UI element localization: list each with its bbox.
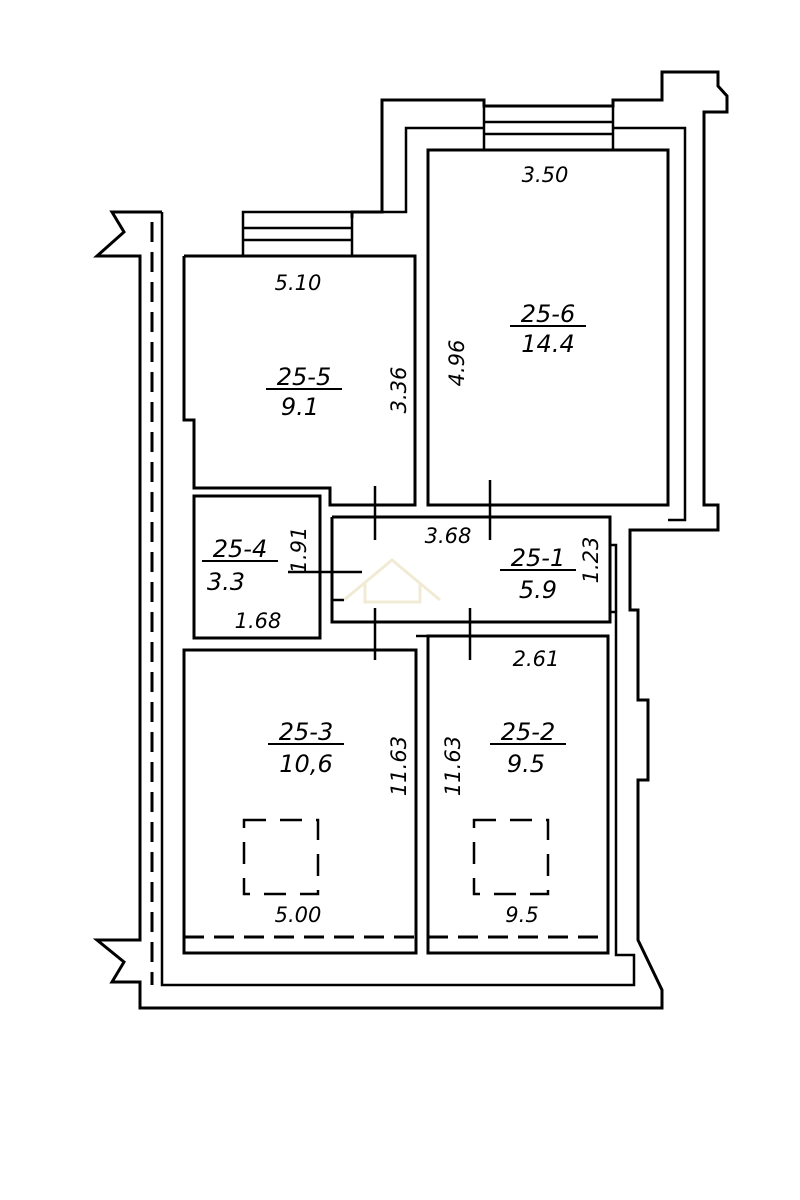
window-left xyxy=(241,210,354,258)
room-label-25-2: 25-2 9.5 xyxy=(490,718,566,778)
room-area: 9.1 xyxy=(281,393,319,421)
dim-r2-width: 2.61 xyxy=(513,647,560,671)
room-area: 5.9 xyxy=(519,576,557,604)
room-25-2-walls xyxy=(426,634,610,955)
room-label-25-6: 25-6 14.4 xyxy=(510,300,586,358)
room-label-25-4: 25-4 3.3 xyxy=(202,535,278,596)
window-top xyxy=(482,104,615,152)
dim-r5-width: 5.10 xyxy=(275,271,322,295)
room-area: 10,6 xyxy=(279,750,332,778)
room-25-5-walls xyxy=(182,254,417,507)
outer-walls xyxy=(92,70,729,1010)
room-label-25-3: 25-3 10,6 xyxy=(268,718,344,778)
room-id: 25-4 xyxy=(213,535,267,563)
room-25-6-walls xyxy=(426,148,670,507)
dim-r6-width: 3.50 xyxy=(522,163,569,187)
room-id: 25-3 xyxy=(279,718,333,746)
room-25-1-walls xyxy=(330,515,612,624)
fixture-box-right xyxy=(472,818,550,896)
room-area: 14.4 xyxy=(521,330,574,358)
room-25-4-walls xyxy=(192,494,322,640)
fixture-box-left xyxy=(242,818,320,896)
room-id: 25-2 xyxy=(501,718,555,746)
watermark-logo xyxy=(343,558,441,604)
room-id: 25-1 xyxy=(511,544,565,572)
dim-r3-length: 11.63 xyxy=(387,736,411,796)
dim-r4-height: 1.91 xyxy=(287,527,311,574)
dim-r2-bottom: 9.5 xyxy=(505,903,538,927)
room-id: 25-5 xyxy=(277,363,331,391)
door-markers xyxy=(288,480,492,660)
room-25-3-walls xyxy=(182,648,418,955)
dim-r5-length: 3.36 xyxy=(387,367,411,414)
room-label-25-1: 25-1 5.9 xyxy=(500,544,576,604)
dim-r3-width: 5.00 xyxy=(275,903,322,927)
room-area: 9.5 xyxy=(507,750,545,778)
dim-r1-length: 3.68 xyxy=(425,524,472,548)
dim-r6-length: 4.96 xyxy=(445,340,469,387)
dim-r4-width: 1.68 xyxy=(235,609,282,633)
room-label-25-5: 25-5 9.1 xyxy=(266,363,342,421)
dim-r2-length: 11.63 xyxy=(441,736,465,796)
room-area: 3.3 xyxy=(207,568,245,596)
room-id: 25-6 xyxy=(521,300,575,328)
dim-r1-width: 1.23 xyxy=(579,537,603,584)
